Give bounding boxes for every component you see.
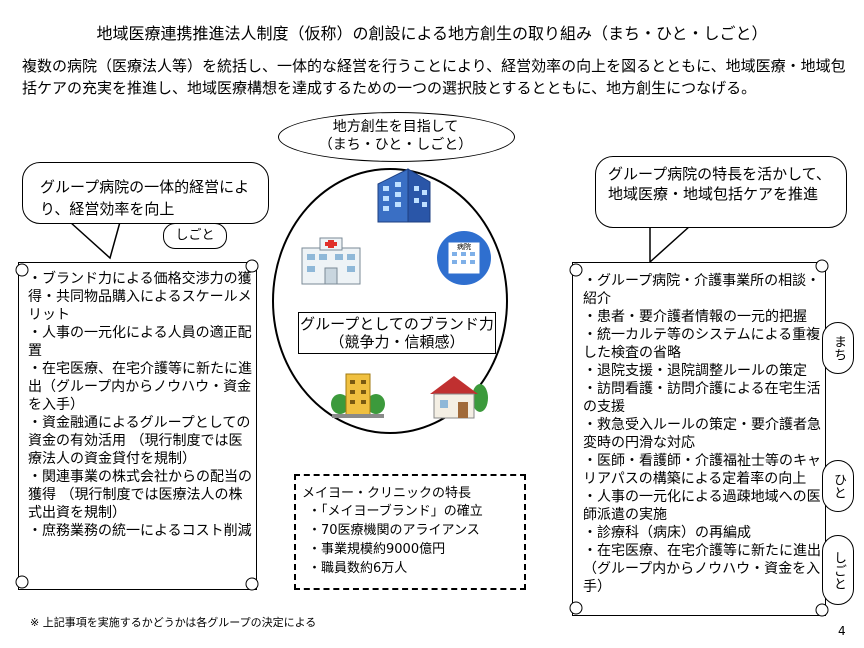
house-icon — [430, 376, 488, 419]
top-ellipse-line1: 地方創生を目指して — [332, 119, 459, 135]
left-bubble-text: グループ病院の一体的経営により、経営効率を向上 — [40, 178, 250, 218]
left-scroll — [18, 262, 257, 590]
center-circle — [272, 168, 508, 434]
hospital-icon — [301, 237, 361, 285]
top-ellipse-text: 地方創生を目指して （まち・ひと・しごと） — [278, 118, 513, 154]
right-item: ・退院支援・退院調整ルールの策定 — [583, 363, 807, 379]
right-item: ・グループ病院・介護事業所の相談・紹介 — [583, 273, 821, 307]
left-pill-shigoto: しごと — [163, 223, 227, 249]
city-building-icon — [331, 373, 385, 418]
right-item: ・訪問看護・訪問介護による在宅生活の支援 — [583, 381, 821, 415]
right-item: ・医師・看護師・介護福祉士等のキャリアパスの構築による定着率の向上 — [583, 453, 821, 487]
left-item-list: ・ブランド力による価格交渉力の獲得・共同物品購入によるスケールメリット ・人事の… — [28, 270, 253, 540]
mayo-item: ・70医療機関のアライアンス — [308, 523, 480, 538]
right-item: ・人事の一元化による過疎地域への医師派遣の実施 — [583, 489, 821, 523]
right-item-list: ・グループ病院・介護事業所の相談・紹介 ・患者・要介護者情報の一元的把握 ・統一… — [583, 272, 821, 596]
intro-text: 複数の病院（医療法人等）を統括し、一体的な経営を行うことにより、経営効率の向上を… — [22, 57, 846, 97]
left-scroll-curls — [15, 259, 259, 591]
left-item: ・ブランド力による価格交渉力の獲得・共同物品購入によるスケールメリット — [28, 271, 252, 323]
right-item: ・在宅医療、在宅介護等に新たに進出（グループ内からノウハウ・資金を入手） — [583, 543, 821, 595]
brand-line2: （競争力・信頼感） — [329, 333, 465, 351]
right-item: ・救急受入ルールの策定・要介護者急変時の円滑な対応 — [583, 417, 821, 451]
page-number: 4 — [838, 624, 846, 638]
page-title: 地域医療連携推進法人制度（仮称）の創設による地方創生の取り組み（まち・ひと・しご… — [96, 24, 768, 43]
right-scroll — [572, 262, 826, 616]
right-item: ・患者・要介護者情報の一元的把握 — [583, 309, 807, 325]
left-item: ・資金融通によるグループとしての資金の有効活用 （現行制度では医療法人の資金貸付… — [28, 415, 251, 467]
left-item: ・庶務業務の統一によるコスト削減 — [28, 523, 252, 539]
right-pill-machi: まち — [822, 322, 854, 374]
right-item: ・統一カルテ等のシステムによる重複した検査の省略 — [583, 327, 821, 361]
left-item: ・在宅医療、在宅介護等に新たに進出（グループ内からノウハウ・資金を入手） — [28, 361, 252, 413]
mayo-clinic-box — [294, 474, 526, 590]
mayo-list: ・「メイヨーブランド」の確立 ・70医療機関のアライアンス ・事業規模約9000… — [308, 502, 518, 578]
top-ellipse — [278, 112, 515, 162]
hospital-sign-text: 病院 — [457, 242, 471, 251]
mayo-item: ・職員数約6万人 — [308, 561, 408, 576]
mayo-title: メイヨー・クリニックの特長 — [302, 486, 472, 501]
top-ellipse-line2: （まち・ひと・しごと） — [318, 137, 473, 153]
right-pill-shigoto: しごと — [822, 535, 854, 605]
hospital-badge-icon: 病院 — [437, 231, 491, 285]
left-item: ・人事の一元化による人員の適正配置 — [28, 325, 252, 359]
right-bubble — [595, 156, 847, 228]
brand-line1: グループとしてのブランド力 — [300, 315, 494, 333]
right-pill-hito: ひと — [822, 460, 854, 512]
office-building-icon — [377, 168, 431, 223]
mayo-item: ・事業規模約9000億円 — [308, 542, 446, 557]
left-item: ・関連事業の株式会社からの配当の獲得 （現行制度では医療法人の株式出資を規制） — [28, 469, 252, 521]
brand-box: グループとしてのブランド力 （競争力・信頼感） — [298, 312, 496, 354]
mayo-item: ・「メイヨーブランド」の確立 — [308, 504, 483, 519]
footnote: ※ 上記事項を実施するかどうかは各グループの決定による — [30, 616, 317, 629]
right-scroll-curls — [569, 259, 829, 617]
right-bubble-text: グループ病院の特長を活かして、地域医療・地域包括ケアを推進 — [608, 165, 831, 203]
left-bubble — [22, 162, 269, 224]
right-item: ・診療科（病床）の再編成 — [583, 525, 751, 541]
